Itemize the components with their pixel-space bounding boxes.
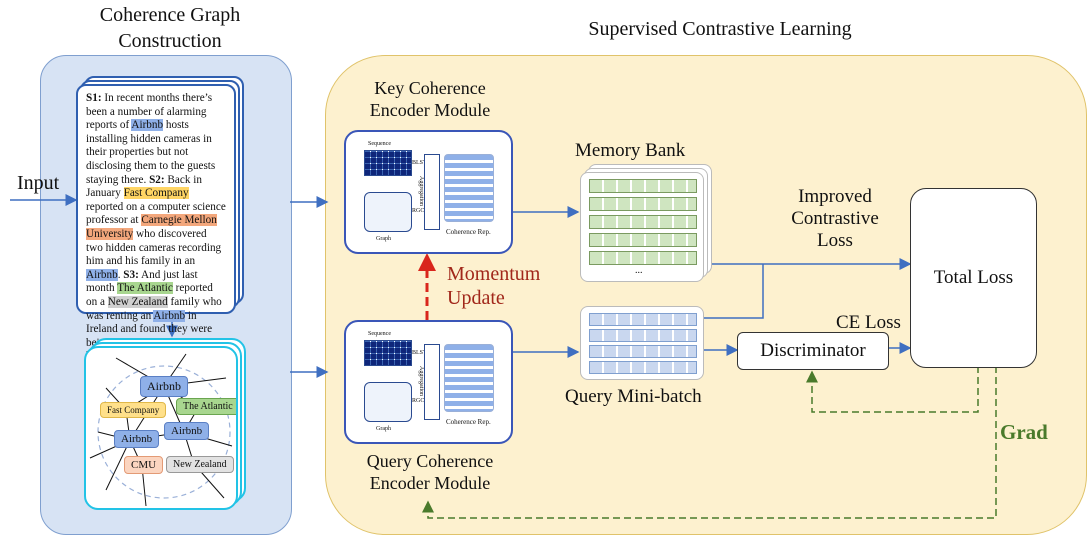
memory-row <box>589 233 697 247</box>
s2-text-d: . <box>117 268 121 281</box>
memory-bank-label: Memory Bank <box>575 140 686 161</box>
entity-airbnb: Airbnb <box>86 268 118 281</box>
grad-encoder-line <box>422 366 997 519</box>
minibatch-row <box>589 313 697 326</box>
s1-text-a: In recent months there’s been a number o… <box>86 92 213 132</box>
discriminator-box: Discriminator <box>737 332 889 370</box>
minibatch-to-loss-line <box>703 264 764 319</box>
s3-text-a: And just last month <box>86 268 198 295</box>
s1-text-b: hosts installing hidden cameras in their… <box>86 119 216 186</box>
improved-contrastive-loss-label: Improved Contrastive Loss <box>791 186 879 251</box>
key-graph-label: Graph <box>376 236 391 242</box>
query-graph-mini <box>364 382 412 422</box>
query-gcn-label: RGCN <box>412 398 429 404</box>
key-sequence-label: Sequence <box>368 141 391 147</box>
entity-airbnb: Airbnb <box>131 119 164 132</box>
s3-text-c: family who was renting an <box>86 295 222 322</box>
query-coherence-rep-label: Coherence Rep. <box>446 418 491 426</box>
key-encoder-module: Sequence BLSTM RGCN Graph Aggregation Co… <box>344 130 513 254</box>
memory-ellipsis: ... <box>635 265 643 276</box>
key-lstm-label: BLSTM <box>412 160 433 166</box>
query-minibatch-label: Query Mini-batch <box>565 386 702 407</box>
query-aggregation-label: Aggregation <box>418 366 424 396</box>
total-loss-box: Total Loss <box>910 188 1037 368</box>
key-aggregation-box <box>424 154 440 230</box>
s2-label: S2: <box>149 173 165 186</box>
query-lstm-label: BLSTM <box>412 350 433 356</box>
entity-new-zealand: New Zealand <box>107 295 168 308</box>
query-graph-label: Graph <box>376 426 391 432</box>
s2-text-c: who discovered two hidden cameras record… <box>86 227 222 268</box>
minibatch-row <box>589 361 697 374</box>
node-airbnb-top: Airbnb <box>140 376 188 397</box>
entity-airbnb: Airbnb <box>153 309 186 322</box>
s1-label: S1: <box>86 92 102 104</box>
memory-bank: ... <box>580 172 704 282</box>
input-document: S1: In recent months there’s been a numb… <box>76 84 236 362</box>
memory-row <box>589 197 697 211</box>
ce-loss-label: CE Loss <box>836 312 901 333</box>
query-aggregation-box <box>424 344 440 420</box>
graph-edges <box>89 353 233 507</box>
node-new-zealand: New Zealand <box>166 456 234 473</box>
s2-text-a: Back in January <box>86 173 202 200</box>
query-sequence-grid <box>364 340 412 366</box>
grad-disc-line <box>806 366 979 413</box>
s3-label: S3: <box>123 268 139 281</box>
node-airbnb-left: Airbnb <box>114 430 160 448</box>
query-encoder-title: Query Coherence Encoder Module <box>366 451 494 493</box>
input-label: Input <box>17 172 60 194</box>
memory-row <box>589 215 697 229</box>
node-airbnb-right: Airbnb <box>164 422 210 440</box>
momentum-update-label: Momentum Update <box>447 263 541 309</box>
s3-text-b: reported on a <box>86 282 213 308</box>
node-cmu: CMU <box>124 456 164 474</box>
minibatch-row <box>589 345 697 358</box>
grad-label: Grad <box>1000 420 1048 444</box>
node-the-atlantic: The Atlantic <box>176 398 236 415</box>
right-panel-title: Supervised Contrastive Learning <box>588 18 852 40</box>
entity-fast-company: Fast Company <box>123 187 189 200</box>
query-encoder-module: Sequence BLSTM RGCN Graph Aggregation Co… <box>344 320 513 444</box>
node-fast-company: Fast Company <box>100 402 167 418</box>
entity-the-atlantic: The Atlantic <box>117 282 173 295</box>
memory-row <box>589 251 697 265</box>
key-aggregation-label: Aggregation <box>418 176 424 206</box>
key-coherence-rep-label: Coherence Rep. <box>446 228 491 236</box>
key-sequence-grid <box>364 150 412 176</box>
key-gcn-label: RGCN <box>412 208 429 214</box>
document-text: S1: In recent months there’s been a numb… <box>78 86 234 370</box>
coherence-graph: Airbnb Fast Company The Atlantic Airbnb … <box>84 346 238 510</box>
key-graph-mini <box>364 192 412 232</box>
left-panel-title: Coherence Graph Construction <box>99 4 241 52</box>
query-minibatch <box>580 306 704 380</box>
key-coherence-rep-bars <box>444 154 494 222</box>
query-coherence-rep-bars <box>444 344 494 412</box>
minibatch-row <box>589 329 697 342</box>
s2-text-b: reported on a computer science professor… <box>86 200 226 227</box>
key-encoder-title: Key Coherence Encoder Module <box>369 78 491 120</box>
query-sequence-label: Sequence <box>368 331 391 337</box>
memory-row <box>589 179 697 193</box>
